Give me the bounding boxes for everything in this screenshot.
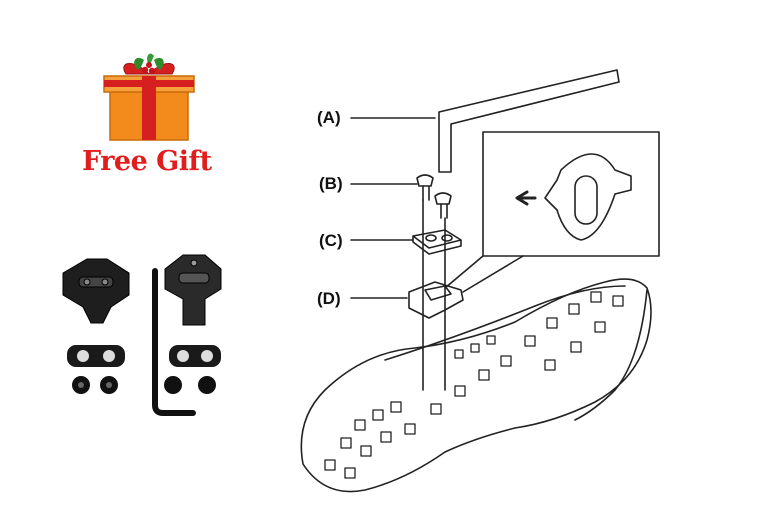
washer-plate-icon [67,345,221,367]
label-b: (B) [319,174,343,193]
cleat-parts-photo [62,254,222,416]
gift-box-icon [103,53,195,141]
label-c: (C) [319,231,343,250]
screw-icon [416,174,452,219]
arrow-left-icon [515,190,537,206]
free-gift-label: Free Gift [82,146,212,177]
shoe-sole-icon [300,278,652,493]
inset-cleat-icon [544,153,632,241]
label-d: (D) [317,289,341,308]
washer-plate-icon [412,229,462,255]
hex-key-icon [152,268,196,416]
inset-detail-box [482,131,660,257]
right-cleat-icon [164,254,222,326]
bolt-icon [72,376,216,394]
hex-wrench-icon [438,69,620,173]
left-cleat-icon [62,258,130,324]
label-a: (A) [317,108,341,127]
cleat-assembly-diagram [300,69,660,493]
cleat-icon [408,281,464,319]
